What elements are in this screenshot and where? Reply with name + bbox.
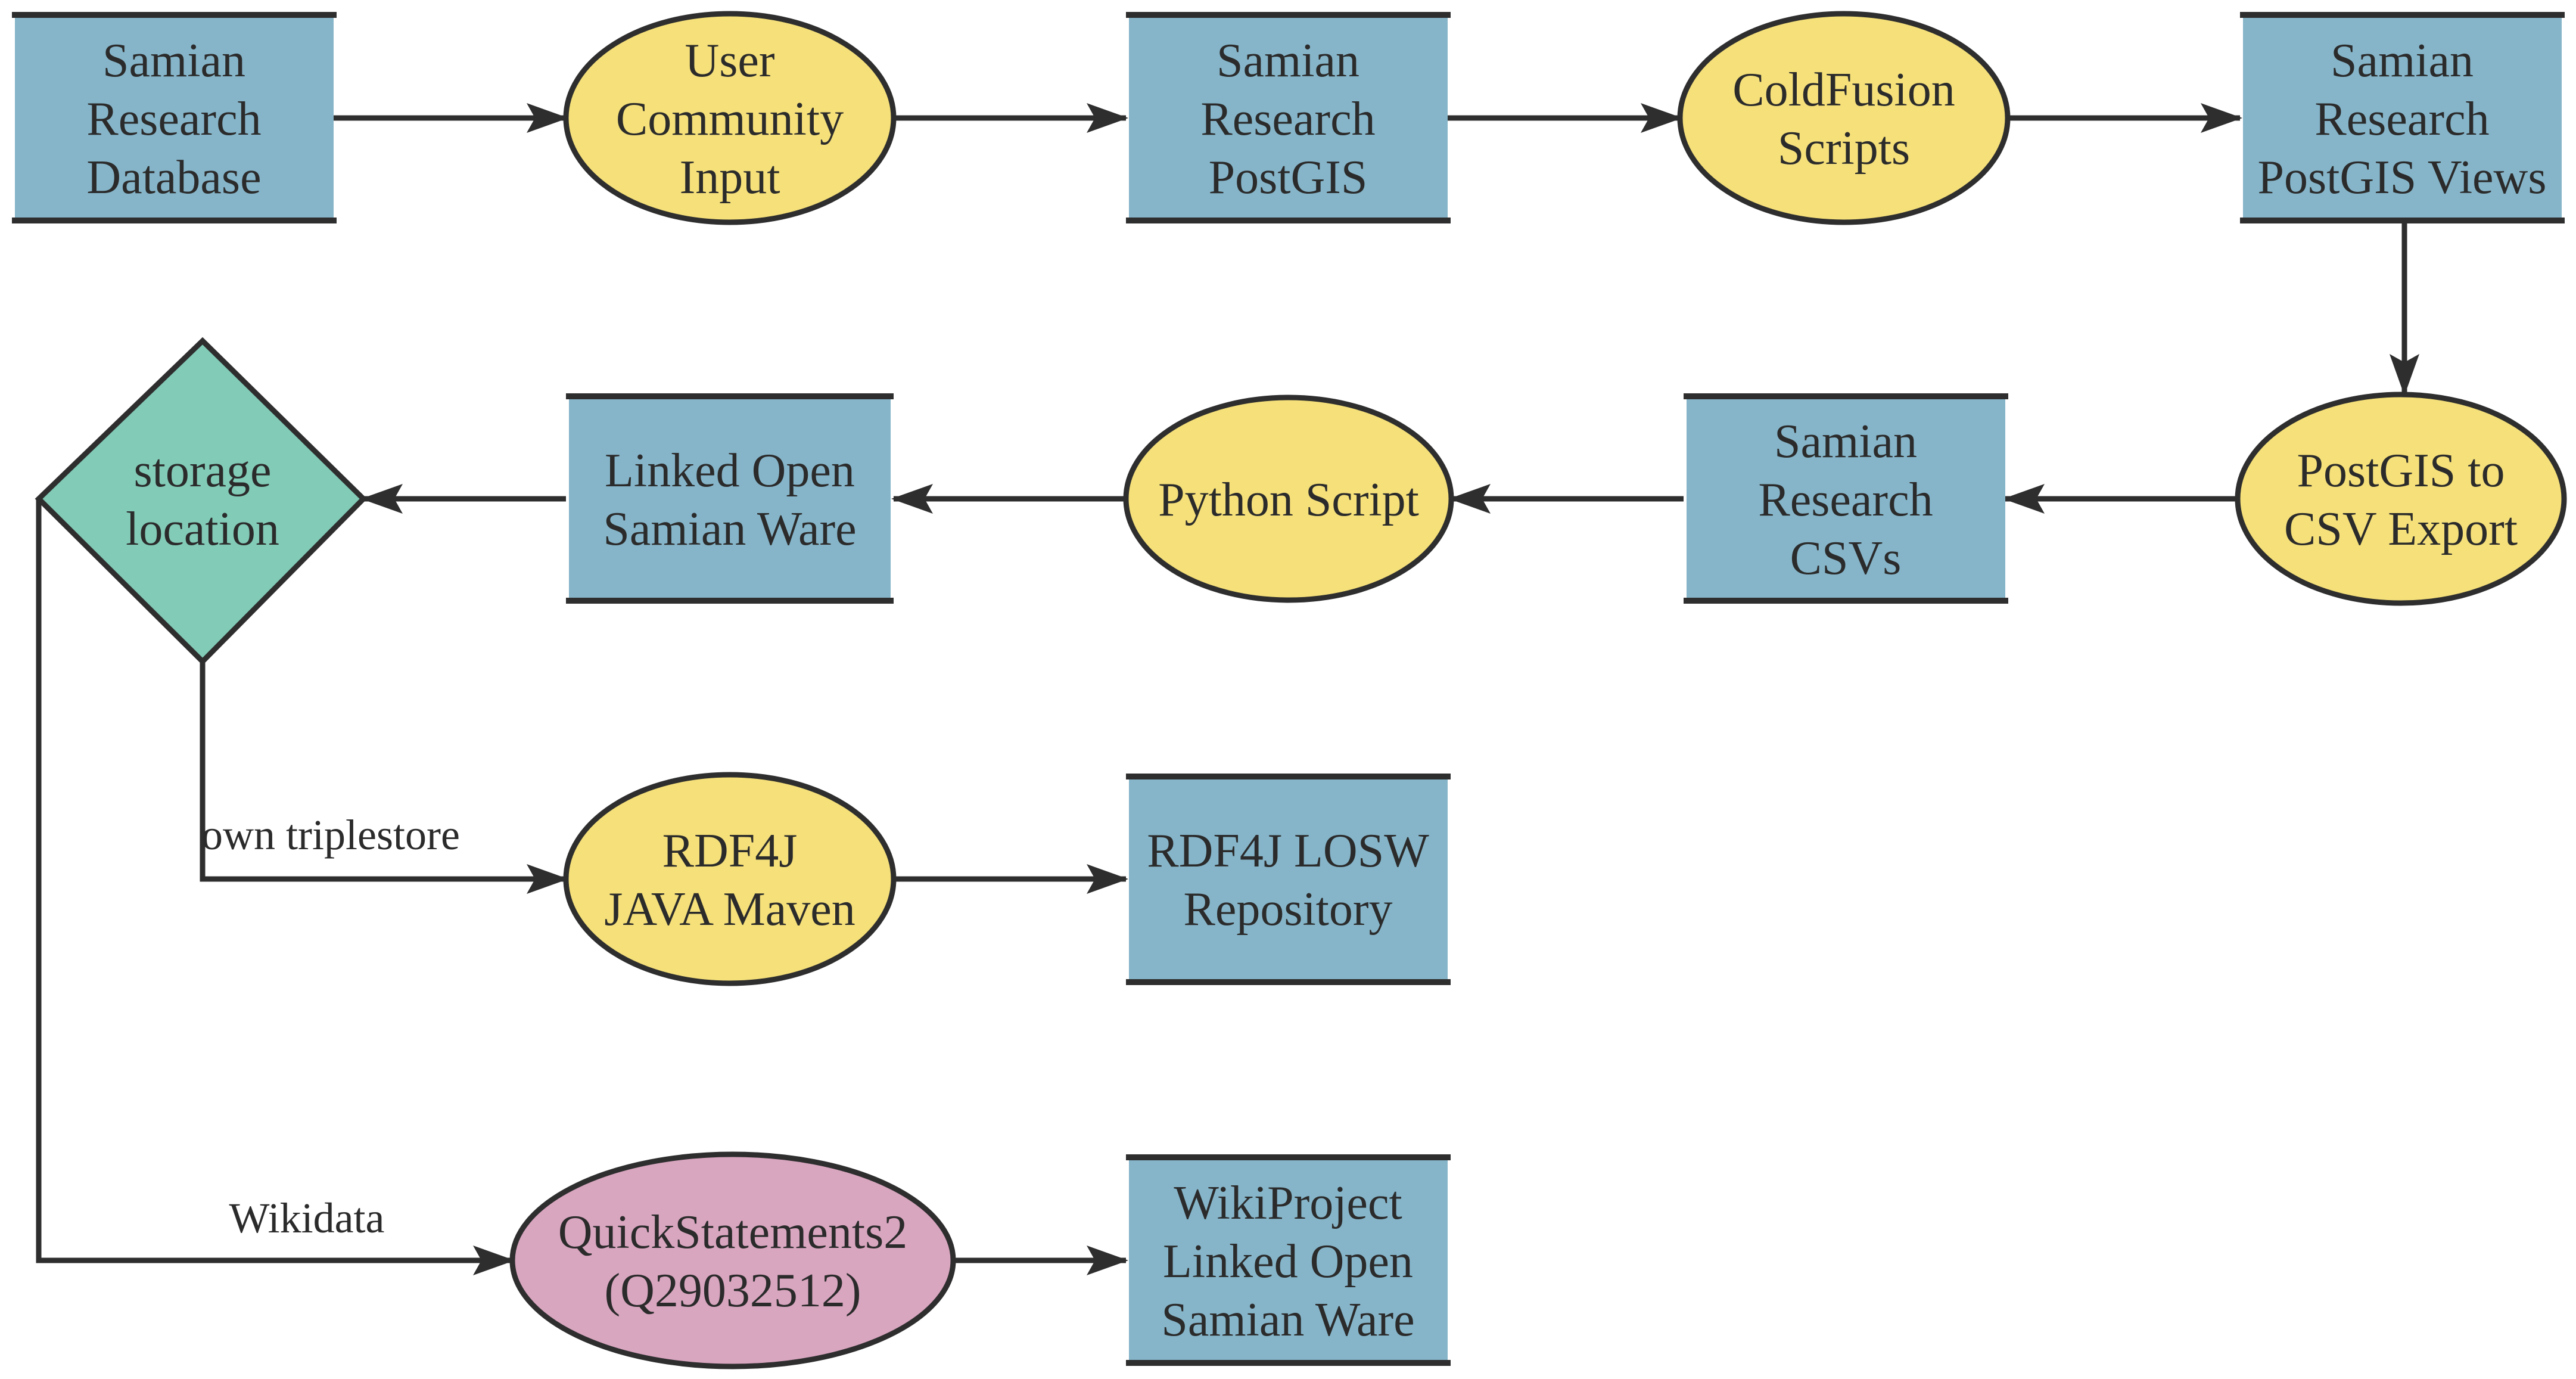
- edge-label-own-triplestore: own triplestore: [201, 811, 460, 859]
- node-label-user-community-input-line: User: [685, 35, 774, 87]
- node-label-samian-research-csvs-line: CSVs: [1790, 532, 1902, 585]
- node-label-storage-location-line: location: [126, 503, 279, 555]
- node-label-rdf4j-losw-repository-line: Repository: [1183, 883, 1392, 936]
- node-label-user-community-input-line: Community: [616, 93, 844, 145]
- node-label-rdf4j-losw-repository: RDF4J LOSW Repository: [1147, 825, 1429, 936]
- node-label-samian-research-postgis-line: Samian: [1217, 35, 1359, 87]
- node-rdf4j-java-maven: RDF4J JAVA Maven: [563, 772, 897, 986]
- node-label-storage-location-line: storage: [133, 445, 271, 497]
- node-label-samian-research-database-line: Research: [86, 93, 261, 145]
- arrow-storage-to-rdf4j: [200, 661, 568, 894]
- node-rdf4j-losw-repository: RDF4J LOSW Repository: [1126, 774, 1451, 985]
- node-label-rdf4j-java-maven-line: JAVA Maven: [604, 883, 855, 936]
- node-label-linked-open-samian-ware-line: Samian Ware: [603, 503, 856, 555]
- node-label-samian-research-postgis-line: PostGIS: [1209, 151, 1368, 204]
- node-label-postgis-to-csv-export: PostGIS to CSV Export: [2284, 445, 2518, 555]
- node-label-samian-research-database-line: Samian: [102, 35, 245, 87]
- node-quickstatements2: QuickStatements2 (Q29032512): [509, 1151, 956, 1369]
- node-label-samian-research-csvs-line: Research: [1758, 474, 1933, 526]
- node-postgis-to-csv-export: PostGIS to CSV Export: [2235, 392, 2567, 606]
- node-label-wikiproject-losw-line: Linked Open: [1163, 1235, 1413, 1288]
- node-label-linked-open-samian-ware-line: Linked Open: [605, 445, 855, 497]
- node-label-samian-research-database-line: Database: [86, 151, 261, 204]
- node-label-coldfusion-scripts-line: ColdFusion: [1732, 64, 1955, 116]
- node-storage-location: storage location: [35, 337, 368, 666]
- node-label-quickstatements2: QuickStatements2 (Q29032512): [558, 1206, 908, 1317]
- node-python-script: Python Script: [1123, 395, 1454, 603]
- arrow-storage-to-quickstatements: [36, 499, 515, 1275]
- node-label-python-script-line: Python Script: [1158, 474, 1419, 526]
- node-label-wikiproject-losw-line: Samian Ware: [1161, 1294, 1414, 1346]
- node-label-postgis-to-csv-export-line: PostGIS to: [2297, 445, 2505, 497]
- node-label-python-script: Python Script: [1158, 474, 1419, 526]
- node-label-rdf4j-java-maven-line: RDF4J: [662, 825, 798, 877]
- node-label-rdf4j-losw-repository-line: RDF4J LOSW: [1147, 825, 1429, 877]
- node-label-samian-research-postgis-views-line: PostGIS Views: [2258, 151, 2547, 204]
- node-label-samian-research-postgis-line: Research: [1200, 93, 1375, 145]
- node-label-samian-research-csvs-line: Samian: [1774, 415, 1917, 468]
- node-label-rdf4j-java-maven: RDF4J JAVA Maven: [604, 825, 855, 936]
- node-label-quickstatements2-line: (Q29032512): [604, 1265, 861, 1317]
- node-label-user-community-input-line: Input: [680, 151, 780, 204]
- node-label-samian-research-postgis-views-line: Samian: [2331, 35, 2474, 87]
- node-label-samian-research-postgis-views-line: Research: [2314, 93, 2489, 145]
- node-label-coldfusion-scripts-line: Scripts: [1778, 122, 1910, 175]
- node-label-storage-location: storage location: [126, 445, 279, 555]
- node-label-wikiproject-losw-line: WikiProject: [1174, 1177, 1402, 1229]
- node-label-postgis-to-csv-export-line: CSV Export: [2284, 503, 2518, 555]
- node-label-quickstatements2-line: QuickStatements2: [558, 1206, 908, 1259]
- connectors: [36, 103, 2419, 1275]
- edge-label-wikidata: Wikidata: [229, 1194, 385, 1242]
